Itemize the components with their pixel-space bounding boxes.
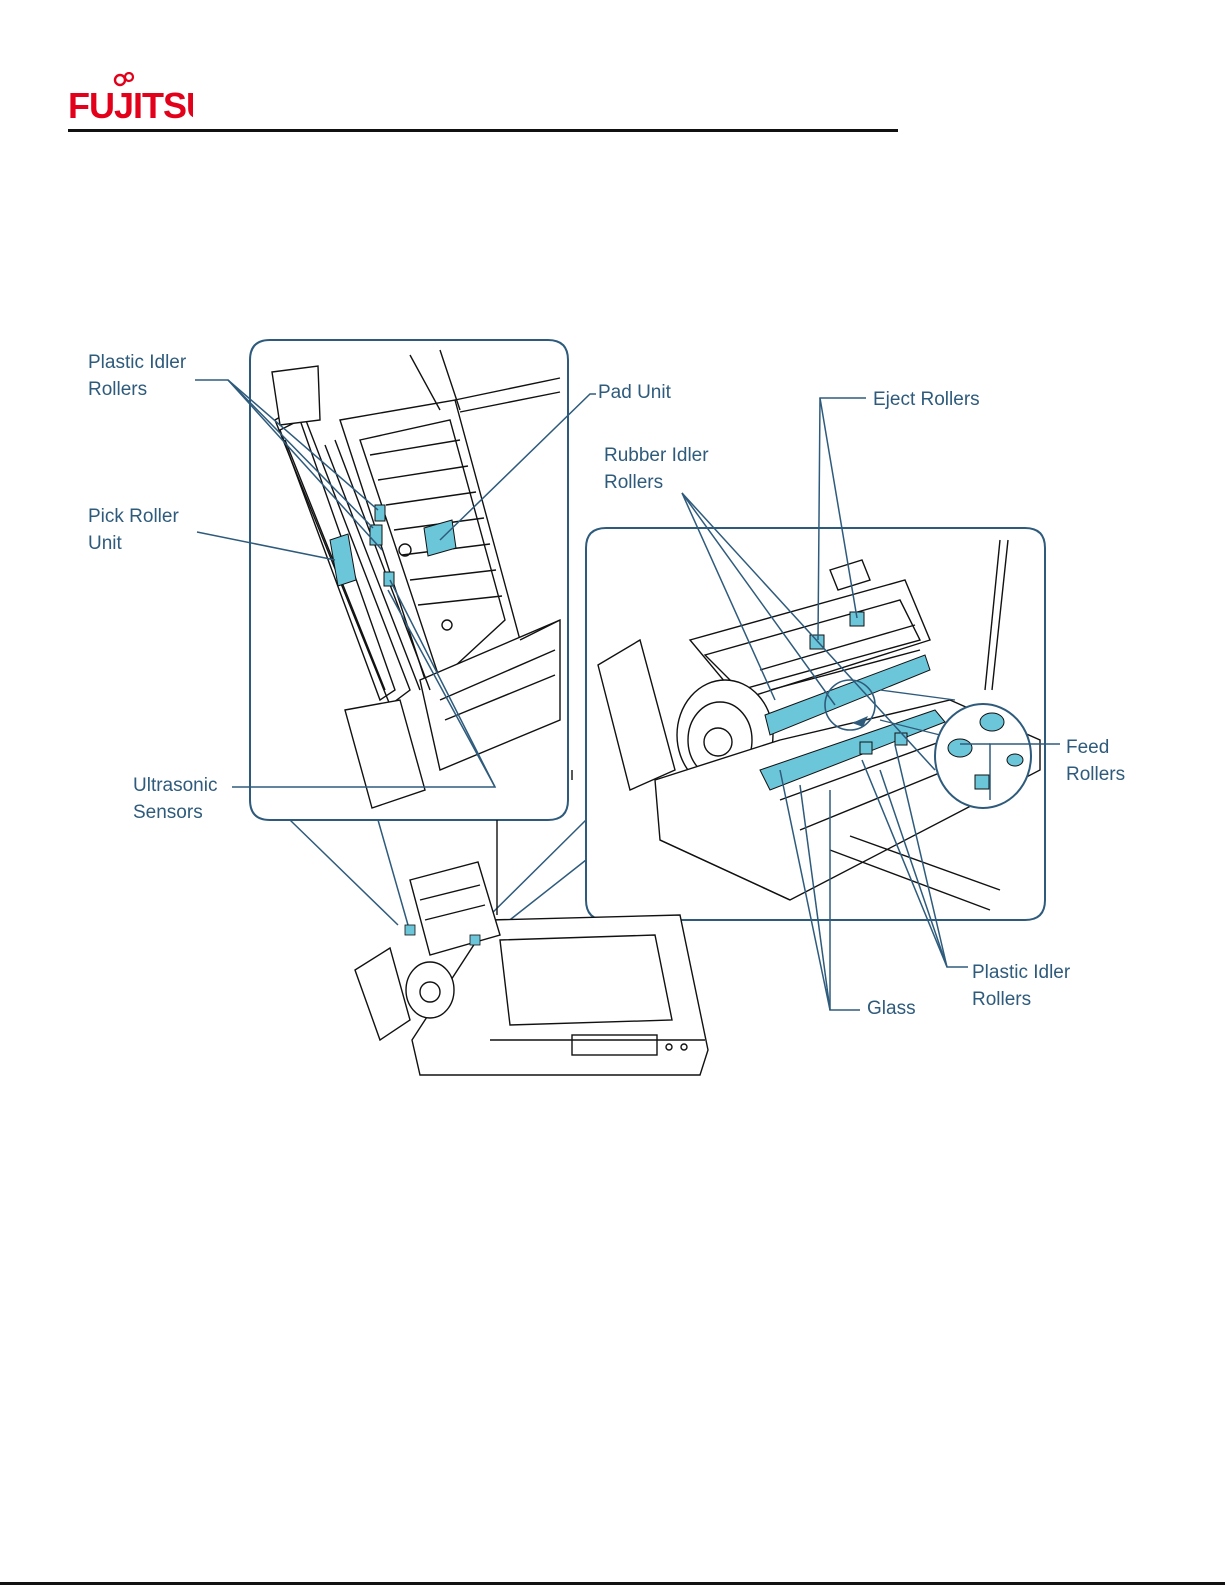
label-plastic-idler-left-line1: Plastic Idler [88, 352, 187, 373]
label-ultrasonic-line2: Sensors [133, 802, 203, 823]
label-pick-roller-line2: Unit [88, 533, 123, 554]
label-glass: Glass [867, 998, 916, 1019]
label-plastic-idler-right-line1: Plastic Idler [972, 962, 1071, 983]
label-plastic-idler-right-line2: Rollers [972, 989, 1031, 1010]
label-pick-roller-line1: Pick Roller [88, 506, 179, 527]
label-eject-rollers: Eject Rollers [873, 389, 980, 410]
plastic-idler-right-highlight-2 [895, 733, 907, 745]
label-pad-unit: Pad Unit [598, 382, 672, 403]
label-rubber-idler-line2: Rollers [604, 472, 663, 493]
label-ultrasonic-line1: Ultrasonic [133, 775, 217, 796]
plastic-idler-highlight-1 [370, 525, 382, 545]
label-plastic-idler-left-line2: Rollers [88, 379, 147, 400]
plastic-idler-right-highlight-1 [860, 742, 872, 754]
label-feed-rollers-line1: Feed [1066, 737, 1109, 758]
label-rubber-idler-line1: Rubber Idler [604, 445, 709, 466]
plastic-idler-highlight-2 [375, 505, 385, 521]
label-feed-rollers-line2: Rollers [1066, 764, 1125, 785]
